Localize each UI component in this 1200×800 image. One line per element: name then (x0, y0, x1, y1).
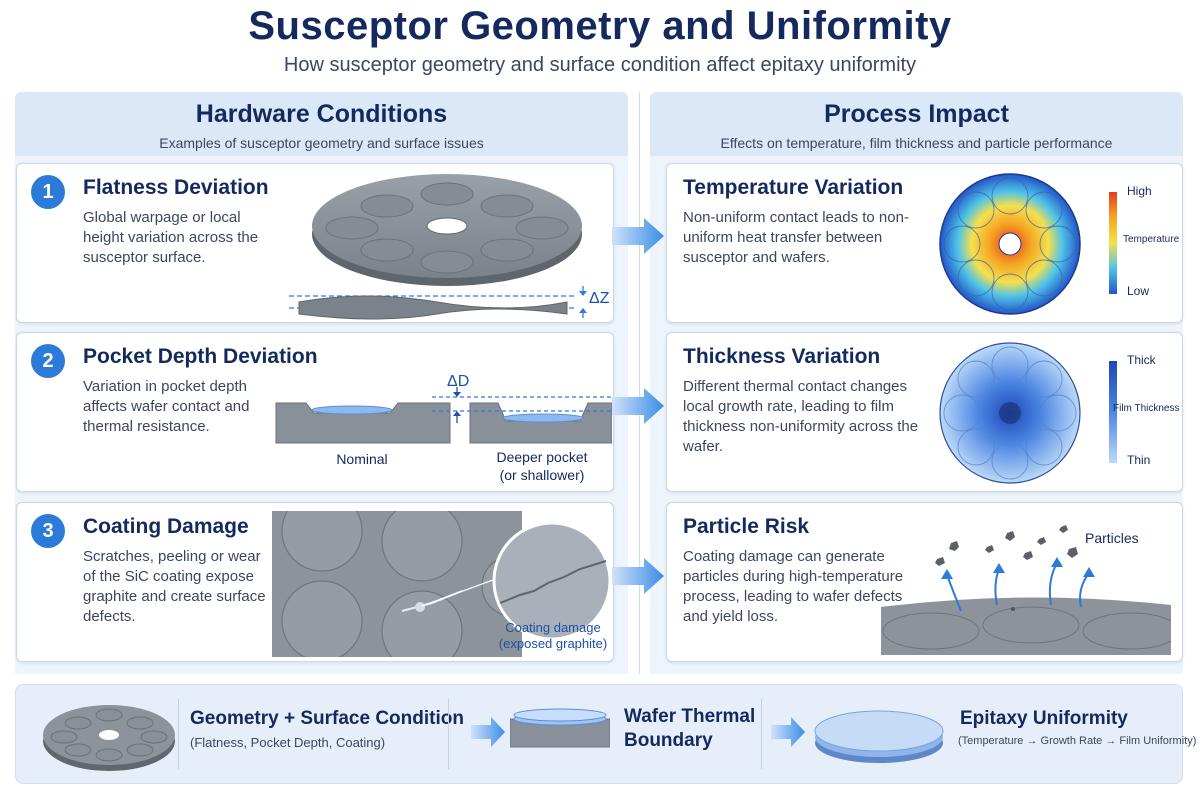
thickness-color-legend (1109, 361, 1117, 463)
hardware-heading: Hardware Conditions (195, 100, 448, 128)
susceptor-disc-icon (43, 705, 175, 771)
thickness-variation-card: Thickness Variation Different thermal co… (666, 332, 1183, 492)
card-description: Global warpage or local height variation… (83, 209, 259, 266)
temperature-variation-card: Temperature Variation Non-uniform contac… (666, 163, 1183, 323)
process-subheading: Effects on temperature, film thickness a… (720, 135, 1113, 151)
summary-separator (761, 699, 762, 769)
epitaxy-wafer-stack-icon (814, 710, 944, 763)
card-description: Coating damage can generate particles du… (683, 548, 904, 625)
legend-title-label: Temperature (1123, 234, 1180, 245)
process-heading: Process Impact (824, 100, 1009, 128)
deeper-pocket-label: Deeper pocket (496, 449, 588, 465)
warped-susceptor-illustration (289, 174, 587, 320)
summary-step1-subtitle: (Flatness, Pocket Depth, Coating) (190, 735, 386, 750)
deeper-pocket-sublabel: (or shallower) (499, 467, 585, 483)
coating-damage-card: 3 Coating Damage Scratches, peeling or w… (16, 502, 614, 662)
page-subtitle: How susceptor geometry and surface condi… (283, 54, 917, 76)
page-title: Susceptor Geometry and Uniformity (248, 4, 952, 48)
summary-flow-bar: Geometry + Surface Condition (Flatness, … (15, 684, 1196, 784)
arrow-right-icon (612, 388, 664, 424)
nominal-label: Nominal (336, 451, 388, 467)
summary-step3-subtitle: (Temperature → Growth Rate → Film Unifor… (958, 735, 1197, 747)
arrow-right-icon (471, 717, 505, 747)
card-title: Flatness Deviation (83, 176, 269, 199)
card-description: Different thermal contact changes local … (683, 378, 919, 455)
temperature-map-illustration (939, 173, 1081, 315)
delta-z-label: ΔZ (589, 290, 610, 307)
step-number-badge: 3 (31, 514, 65, 548)
card-title: Coating Damage (83, 515, 249, 538)
card-description: Non-uniform contact leads to non-uniform… (683, 209, 909, 266)
card-description: Scratches, peeling or wear of the SiC co… (83, 548, 266, 625)
card-title: Pocket Depth Deviation (83, 345, 318, 368)
coating-damage-callout-sublabel: (exposed graphite) (498, 636, 608, 651)
pocket-depth-deviation-card: 2 Pocket Depth Deviation Variation in po… (16, 332, 614, 492)
process-column-header: Process Impact Effects on temperature, f… (650, 92, 1183, 156)
legend-low-label: Low (1127, 284, 1150, 298)
card-description: Variation in pocket depth affects wafer … (83, 378, 250, 435)
card-title: Particle Risk (683, 515, 810, 538)
arrow-right-icon (771, 717, 805, 747)
coating-damage-callout-label: Coating damage (505, 620, 601, 635)
flatness-deviation-card: 1 Flatness Deviation Global warpage or l… (16, 163, 614, 323)
legend-high-label: Thick (1127, 353, 1156, 367)
summary-step2-title-line1: Wafer Thermal (624, 706, 756, 727)
pocket-depth-illustration (275, 387, 612, 444)
particle-emission-illustration (881, 525, 1171, 655)
summary-separator (178, 699, 179, 769)
step-number-badge: 2 (31, 344, 65, 378)
summary-step3-title: Epitaxy Uniformity (960, 708, 1128, 729)
arrow-right-icon (612, 558, 664, 594)
thickness-map-illustration (939, 342, 1081, 484)
legend-high-label: High (1127, 184, 1152, 198)
arrow-right-icon (612, 218, 664, 254)
legend-title-label: Film Thickness (1113, 403, 1180, 414)
temperature-color-legend (1109, 192, 1117, 294)
summary-separator (448, 699, 449, 769)
column-divider (639, 92, 640, 674)
delta-d-label: ΔD (447, 373, 470, 390)
summary-step2-title-line2: Boundary (624, 730, 713, 751)
coating-damage-illustration (272, 511, 612, 657)
legend-low-label: Thin (1127, 453, 1151, 467)
card-title: Temperature Variation (683, 176, 904, 199)
hardware-column-header: Hardware Conditions Examples of suscepto… (15, 92, 628, 156)
wafer-on-susceptor-icon (510, 708, 610, 748)
summary-step1-title: Geometry + Surface Condition (190, 708, 464, 729)
particle-risk-card: Particle Risk Coating damage can generat… (666, 502, 1183, 662)
step-number-badge: 1 (31, 175, 65, 209)
particles-label: Particles (1085, 530, 1139, 546)
hardware-subheading: Examples of susceptor geometry and surfa… (159, 135, 484, 151)
card-title: Thickness Variation (683, 345, 881, 368)
